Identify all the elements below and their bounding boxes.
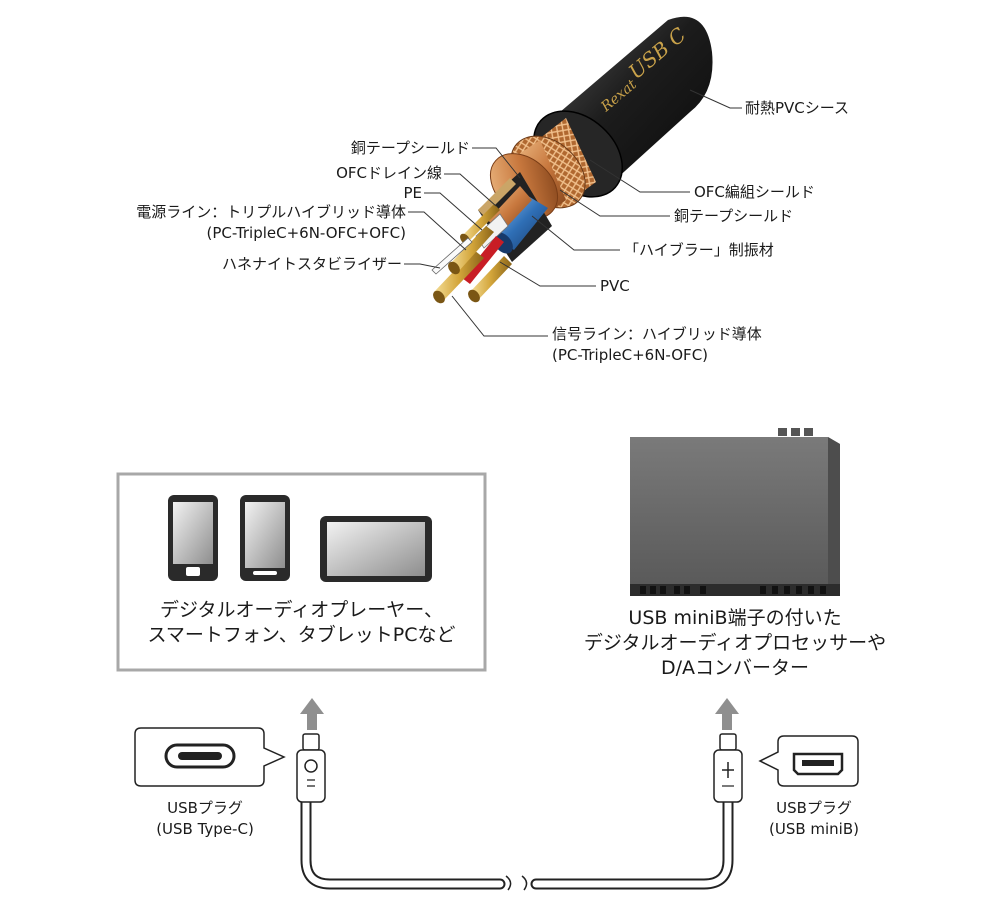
usb-c-plug-icon xyxy=(296,733,326,803)
break-mark xyxy=(505,875,528,891)
source-caption-line2: スマートフォン、タブレットPCなど xyxy=(147,624,456,646)
smartphone-icon-2 xyxy=(240,495,290,581)
usb-minib-caption-line2: (USB miniB) xyxy=(768,820,859,838)
dest-caption-line2: デジタルオーディオプロセッサーや xyxy=(583,632,887,654)
cable-loop xyxy=(300,794,734,891)
drain-wire xyxy=(478,178,516,216)
usb-c-port-callout xyxy=(134,727,286,787)
cable-cutaway: Rexat USB C xyxy=(431,16,713,304)
usb-minib-caption-line1: USBプラグ xyxy=(776,799,852,817)
usb-minib-plug-icon xyxy=(713,733,743,803)
usb-c-caption-line1: USBプラグ xyxy=(167,799,243,817)
label-stabilizer: ハネナイトスタビライザー xyxy=(221,255,402,273)
label-drain-wire: OFCドレイン線 xyxy=(336,164,442,182)
arrow-up-right xyxy=(715,698,739,730)
label-copper-tape-left: 銅テープシールド xyxy=(350,139,470,157)
label-pe: PE xyxy=(403,184,422,202)
label-signal-line: 信号ライン：ハイブリッド導体 xyxy=(552,325,762,343)
label-signal-line-spec: (PC-TripleC+6N-OFC) xyxy=(552,346,709,364)
arrow-up-left xyxy=(300,698,324,730)
usb-c-caption-line2: (USB Type-C) xyxy=(156,820,254,838)
usb-minib-plug-caption: USBプラグ (USB miniB) xyxy=(744,798,884,840)
usb-c-plug-caption: USBプラグ (USB Type-C) xyxy=(130,798,280,840)
dest-caption-line1: USB miniB端子の付いた xyxy=(628,607,842,629)
label-copper-tape-right: 銅テープシールド xyxy=(674,207,794,225)
dest-caption-line3: D/Aコンバーター xyxy=(660,657,810,679)
source-devices-caption: デジタルオーディオプレーヤー、 スマートフォン、タブレットPCなど xyxy=(118,598,485,648)
smartphone-icon xyxy=(168,495,218,581)
label-sheath: 耐熱PVCシース xyxy=(745,99,850,117)
leader-lines xyxy=(404,89,742,337)
label-damper: 「ハイブラー」制振材 xyxy=(624,241,774,259)
label-power-line-spec: (PC-TripleC+6N-OFC+OFC) xyxy=(206,224,407,242)
label-pvc: PVC xyxy=(600,277,630,295)
tablet-icon xyxy=(320,516,432,582)
red-wire xyxy=(462,236,504,284)
gold-conductors xyxy=(433,204,512,304)
dest-device-caption: USB miniB端子の付いた デジタルオーディオプロセッサーや D/Aコンバー… xyxy=(560,606,910,681)
label-braid-shield: OFC編組シールド xyxy=(694,183,815,201)
dac-device-icon xyxy=(630,428,840,596)
label-power-line: 電源ライン：トリプルハイブリッド導体 xyxy=(136,203,406,221)
source-caption-line1: デジタルオーディオプレーヤー、 xyxy=(159,599,444,621)
usb-minib-port-callout xyxy=(758,735,859,787)
arrows xyxy=(300,698,739,730)
